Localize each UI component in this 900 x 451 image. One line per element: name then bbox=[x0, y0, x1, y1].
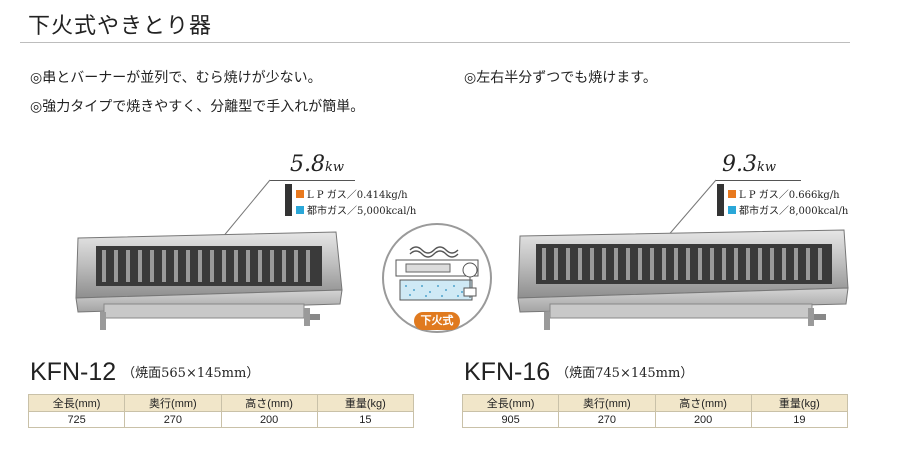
feature-3: ◎左右半分ずつでも焼けます。 bbox=[464, 70, 657, 86]
leader-line-1 bbox=[221, 179, 271, 239]
city-color-square bbox=[296, 205, 304, 214]
power-rating-1: 5.8kw bbox=[290, 152, 344, 177]
burner-diagram bbox=[382, 223, 492, 333]
lp-gas-label: L P ガス／0.414kg/h bbox=[307, 190, 408, 201]
callout-rule bbox=[270, 180, 355, 181]
lp-gas-row: L P ガス／0.414kg/h bbox=[296, 186, 408, 201]
model-sub: （焼面745×145mm） bbox=[556, 366, 694, 381]
power-unit: kw bbox=[757, 160, 777, 175]
power-unit: kw bbox=[325, 160, 345, 175]
table-cell: 905 bbox=[461, 411, 560, 428]
city-color-square bbox=[728, 205, 736, 214]
feature-2: ◎強力タイプで焼きやすく、分離型で手入れが簡単。 bbox=[30, 99, 365, 115]
feature-1: ◎串とバーナーが並列で、むら焼けが少ない。 bbox=[30, 70, 322, 86]
lp-color-square bbox=[728, 189, 736, 198]
model-title-kfn12: KFN-12 （焼面565×145mm） bbox=[30, 358, 259, 387]
page-title: 下火式やきとり器 bbox=[28, 14, 213, 39]
title-divider bbox=[20, 42, 850, 43]
column-header: 重量(kg) bbox=[316, 394, 415, 412]
table-row: 725 270 200 15 bbox=[27, 411, 415, 428]
grill-image-kfn12 bbox=[75, 231, 343, 330]
leader-line-2 bbox=[665, 179, 717, 239]
spec-table-kfn12: 全長(mm) 奥行(mm) 高さ(mm) 重量(kg) 725 270 200 … bbox=[27, 394, 415, 428]
model-sub: （焼面565×145mm） bbox=[122, 366, 260, 381]
table-cell: 270 bbox=[124, 411, 222, 428]
power-value: 5.8 bbox=[290, 152, 325, 177]
column-header: 全長(mm) bbox=[27, 394, 126, 412]
column-header: 奥行(mm) bbox=[124, 394, 222, 412]
table-cell: 15 bbox=[316, 411, 415, 428]
city-gas-label: 都市ガス／8,000kcal/h bbox=[739, 206, 849, 217]
column-header: 重量(kg) bbox=[750, 394, 849, 412]
model-title-kfn16: KFN-16 （焼面745×145mm） bbox=[464, 358, 693, 387]
table-header-row: 全長(mm) 奥行(mm) 高さ(mm) 重量(kg) bbox=[27, 394, 415, 412]
city-gas-row: 都市ガス／8,000kcal/h bbox=[728, 202, 848, 217]
model-name: KFN-12 bbox=[30, 358, 117, 386]
column-header: 全長(mm) bbox=[461, 394, 560, 412]
table-row: 905 270 200 19 bbox=[461, 411, 849, 428]
column-header: 高さ(mm) bbox=[654, 394, 752, 412]
lp-gas-row: L P ガス／0.666kg/h bbox=[728, 186, 840, 201]
column-header: 高さ(mm) bbox=[220, 394, 318, 412]
table-cell: 725 bbox=[27, 411, 126, 428]
model-name: KFN-16 bbox=[464, 358, 551, 386]
table-header-row: 全長(mm) 奥行(mm) 高さ(mm) 重量(kg) bbox=[461, 394, 849, 412]
lp-gas-label: L P ガス／0.666kg/h bbox=[739, 190, 840, 201]
table-cell: 200 bbox=[220, 411, 318, 428]
column-header: 奥行(mm) bbox=[558, 394, 656, 412]
gas-consumption-tag bbox=[717, 184, 724, 216]
table-cell: 200 bbox=[654, 411, 752, 428]
power-rating-2: 9.3kw bbox=[722, 152, 776, 177]
spec-table-kfn16: 全長(mm) 奥行(mm) 高さ(mm) 重量(kg) 905 270 200 … bbox=[461, 394, 849, 428]
lower-fire-badge: 下火式 bbox=[414, 312, 460, 330]
table-cell: 19 bbox=[750, 411, 849, 428]
city-gas-label: 都市ガス／5,000kcal/h bbox=[307, 206, 417, 217]
grill-image-kfn16 bbox=[517, 229, 849, 330]
gas-consumption-tag bbox=[285, 184, 292, 216]
power-value: 9.3 bbox=[722, 152, 757, 177]
table-cell: 270 bbox=[558, 411, 656, 428]
callout-rule bbox=[716, 180, 801, 181]
city-gas-row: 都市ガス／5,000kcal/h bbox=[296, 202, 416, 217]
lp-color-square bbox=[296, 189, 304, 198]
